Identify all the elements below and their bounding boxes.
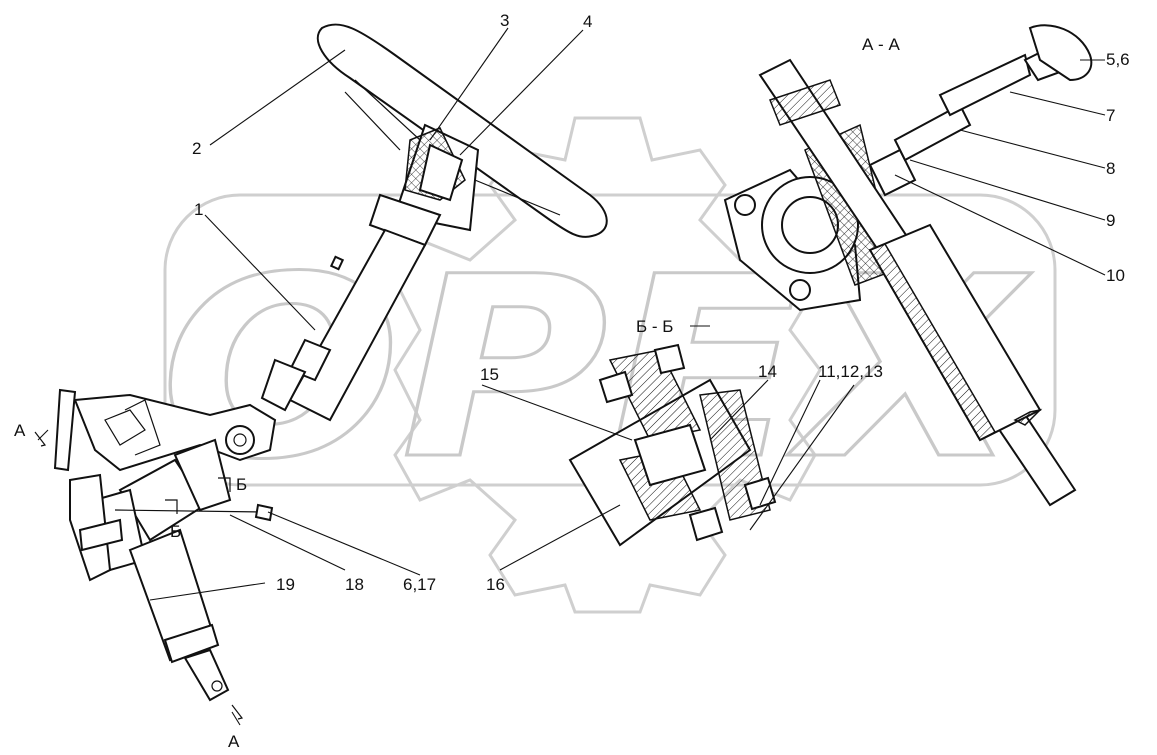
callout-19: 19	[276, 575, 295, 594]
callout-18: 18	[345, 575, 364, 594]
section-labels: А - А Б - Б А А Б Б	[14, 35, 900, 751]
section-aa-view	[723, 24, 1093, 507]
telescopic-tube	[128, 528, 230, 702]
section-markers	[34, 431, 244, 720]
callout-2: 2	[192, 139, 201, 158]
callout-16: 16	[486, 575, 505, 594]
section-bb-title: Б - Б	[636, 317, 673, 336]
callout-8: 8	[1106, 159, 1115, 178]
leader-lines	[37, 27, 1106, 726]
callout-7: 7	[1106, 106, 1115, 125]
callout-9: 9	[1106, 211, 1115, 230]
section-a-marker-bottom: А	[228, 732, 240, 751]
callout-5-6: 5,6	[1106, 50, 1130, 69]
callout-10: 10	[1106, 266, 1125, 285]
section-bb-view	[568, 343, 777, 547]
callout-3: 3	[500, 11, 509, 30]
callout-11-12-13: 11,12,13	[818, 362, 883, 381]
callout-6-17: 6,17	[403, 575, 436, 594]
callout-labels: 2 1 3 4 5,6 7 8 9 10 15 14 11,12,13 16 6…	[192, 11, 1130, 594]
steering-wheel	[316, 23, 608, 238]
control-rod	[114, 503, 274, 522]
section-a-marker-top: А	[14, 421, 26, 440]
callout-4: 4	[583, 12, 592, 31]
section-aa-title: А - А	[862, 35, 900, 54]
steering-hub	[368, 123, 480, 247]
section-b-marker-lower: Б	[170, 522, 181, 541]
callout-1: 1	[194, 200, 203, 219]
callout-14: 14	[758, 362, 777, 381]
callout-15: 15	[480, 365, 499, 384]
steering-shaft-column	[260, 228, 427, 422]
column-bracket	[53, 388, 277, 472]
section-b-marker-upper: Б	[236, 475, 247, 494]
